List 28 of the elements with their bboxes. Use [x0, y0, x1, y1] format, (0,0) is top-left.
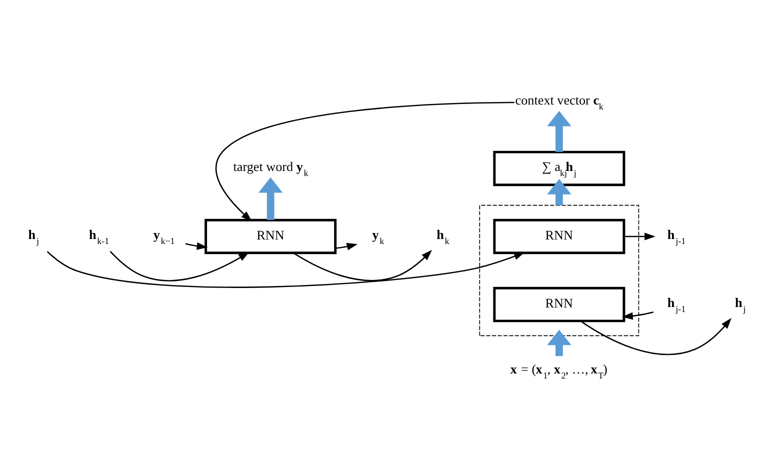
- arrow: [624, 232, 656, 240]
- arrow: [547, 178, 572, 206]
- node-box: RNN: [493, 218, 626, 254]
- node-text: h$_{j}$: [735, 294, 746, 314]
- node-text: target word y$_{k}$: [233, 158, 308, 178]
- node-text: context vector c$_{k}$: [515, 92, 604, 112]
- node-text: h$_{k-1}$: [88, 226, 110, 246]
- arrow: [185, 242, 208, 250]
- node-box: RNN: [493, 286, 626, 322]
- node-box: ∑ a$_{kj}$h$_{j}$: [493, 150, 626, 186]
- node-text: y$_{k−1}$: [153, 226, 175, 246]
- arrow: [110, 250, 250, 282]
- arrow: [293, 250, 432, 282]
- node-text: h$_{j-1}$: [667, 294, 686, 314]
- arrow: [335, 242, 358, 250]
- arrow: [547, 330, 572, 356]
- arrow: [215, 102, 514, 222]
- node-text: x = (x$_{1}$, x$_{2}$, …, x$_{T}$): [510, 361, 608, 380]
- cluster: [479, 204, 640, 336]
- node-text: h$_{j-1}$: [667, 226, 686, 246]
- arrow: [258, 177, 283, 220]
- arrow: [46, 251, 525, 288]
- node-text: h$_{k}$: [436, 226, 450, 246]
- node-text: h$_{j}$: [28, 226, 40, 246]
- node-box: RNN: [204, 218, 337, 254]
- node-text: y$_{k}$: [372, 226, 384, 246]
- arrow: [622, 312, 654, 320]
- arrow: [547, 110, 572, 152]
